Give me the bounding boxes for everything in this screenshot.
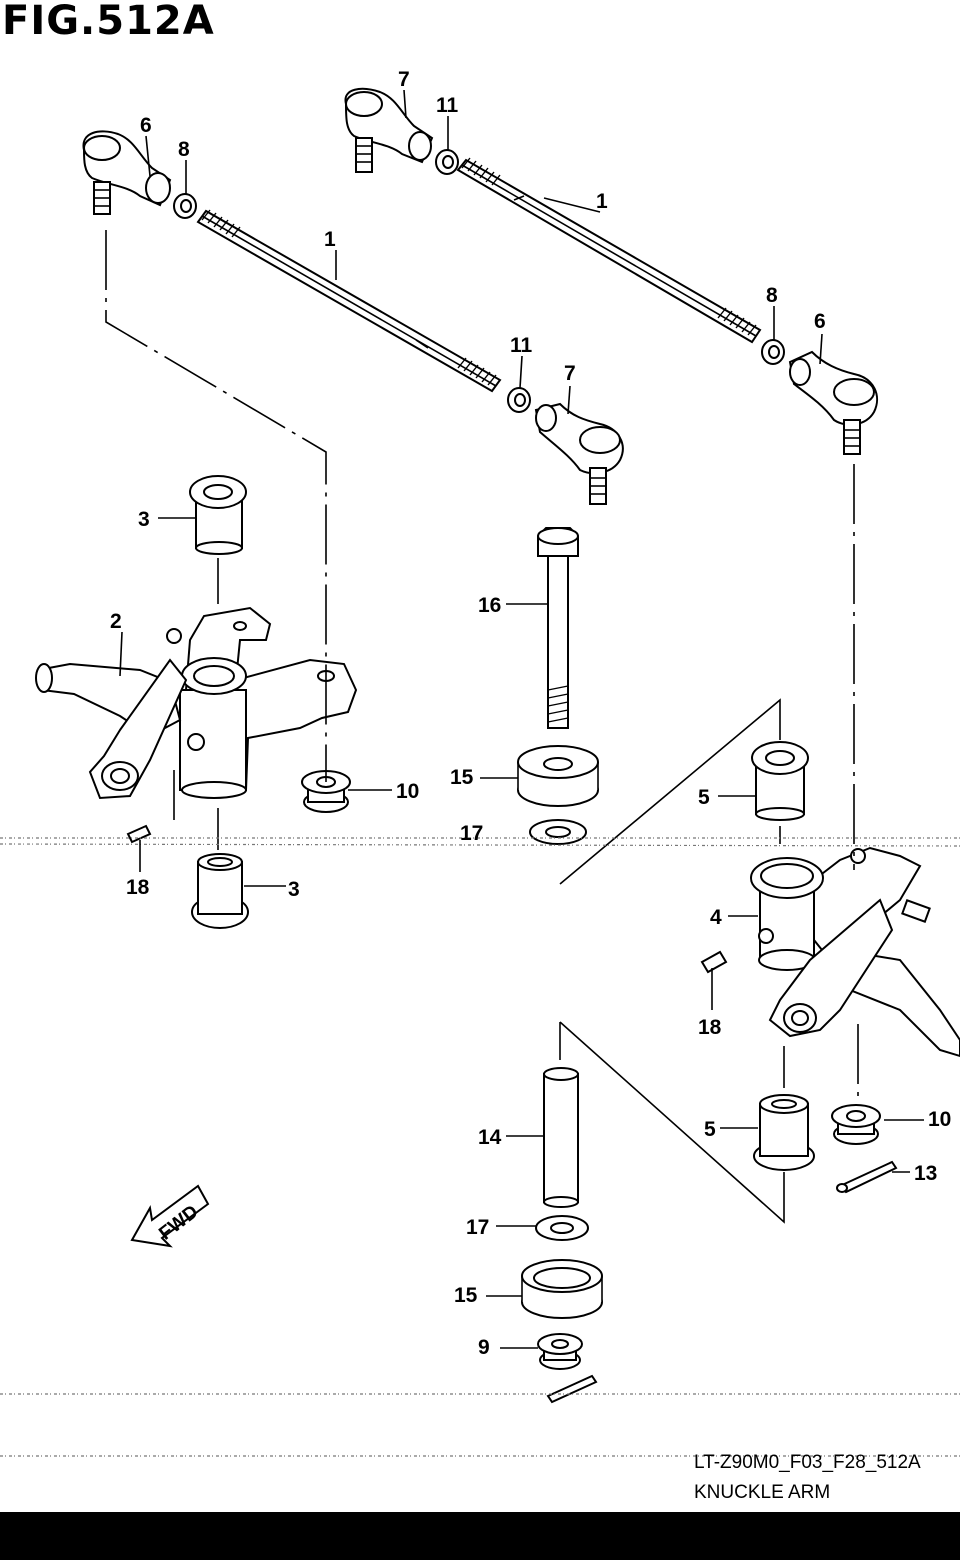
tie-rod-end-upper-middle: [344, 87, 434, 173]
castle-nut-9: [537, 1333, 583, 1370]
tie-rod-end-middle: [534, 402, 624, 505]
callout-5-bottom: 5: [704, 1118, 716, 1141]
thrust-washer-15-top: [517, 745, 599, 807]
exploded-view-drawing: FWD 1 1 2 3 3 4 5 5 6 6 7 7 8 8 9 10 10 …: [0, 68, 960, 1457]
tie-rod-end-right: [788, 350, 879, 455]
tie-rod-end-upper-left: [82, 130, 172, 215]
castle-nut-10-right: [831, 1104, 881, 1145]
callout-7-top: 7: [398, 68, 410, 91]
knuckle-arm-right: [750, 846, 960, 1058]
bottom-black-bar: [0, 1512, 960, 1560]
callout-7-middle: 7: [564, 362, 576, 385]
cotter-pin-13-bottom: [546, 1374, 598, 1404]
fwd-direction-arrow: FWD: [130, 1184, 210, 1248]
figure-name: KNUCKLE ARM: [694, 1482, 831, 1503]
callout-10-left: 10: [396, 780, 419, 803]
callout-8-left: 8: [178, 138, 190, 161]
nut-11-top: [435, 149, 459, 175]
nut-8-right: [761, 339, 785, 365]
callout-labels: 1 1 2 3 3 4 5 5 6 6 7 7 8 8 9 10 10 11 1…: [110, 68, 951, 1359]
thrust-washer-15-bottom: [521, 1259, 603, 1319]
callout-3-top: 3: [138, 508, 150, 531]
callout-18-left: 18: [126, 876, 150, 899]
figure-code: LT-Z90M0_F03_F28_512A: [694, 1452, 921, 1473]
callout-17-top: 17: [460, 822, 483, 845]
callout-1-upper: 1: [596, 190, 608, 213]
grease-nipple-18-left: [126, 824, 152, 844]
callout-6-left: 6: [140, 114, 152, 137]
callout-1-lower: 1: [324, 228, 336, 251]
callout-11-top: 11: [436, 94, 459, 117]
grease-nipple-18-right: [700, 950, 728, 974]
knuckle-arm-left: [35, 606, 358, 800]
callout-3-bottom: 3: [288, 878, 300, 901]
callout-11-middle: 11: [510, 334, 533, 357]
nut-11-middle: [507, 387, 531, 413]
callout-14: 14: [478, 1126, 502, 1149]
pin-14: [543, 1067, 579, 1208]
callout-9: 9: [478, 1336, 490, 1359]
bolt-16: [537, 527, 579, 729]
figure-title: FIG.512A: [2, 0, 215, 44]
cotter-pin-13-right: [836, 1160, 898, 1194]
tie-rod-upper: [456, 157, 762, 344]
leader-lines: [119, 89, 924, 1349]
callout-15-top: 15: [450, 766, 474, 789]
callout-4: 4: [710, 906, 722, 929]
callout-13: 13: [914, 1162, 937, 1185]
bushing-3-top: [189, 475, 247, 555]
callout-15-bottom: 15: [454, 1284, 478, 1307]
callout-18-right: 18: [698, 1016, 722, 1039]
callout-17-bottom: 17: [466, 1216, 489, 1239]
washer-17-top: [529, 819, 587, 845]
callout-6-right: 6: [814, 310, 826, 333]
nut-8-left: [173, 193, 197, 219]
callout-2: 2: [110, 610, 122, 633]
callout-5-top: 5: [698, 786, 710, 809]
tie-rod-lower: [196, 209, 502, 393]
callout-8-right: 8: [766, 284, 778, 307]
bushing-5-top: [751, 741, 809, 821]
assembly-guide-lines: [105, 230, 859, 1224]
bushing-5-bottom: [753, 1094, 815, 1171]
callout-16: 16: [478, 594, 501, 617]
scan-noise: [0, 837, 960, 1457]
bushing-3-bottom: [191, 853, 249, 929]
washer-17-bottom: [535, 1215, 589, 1241]
callout-10-right: 10: [928, 1108, 951, 1131]
